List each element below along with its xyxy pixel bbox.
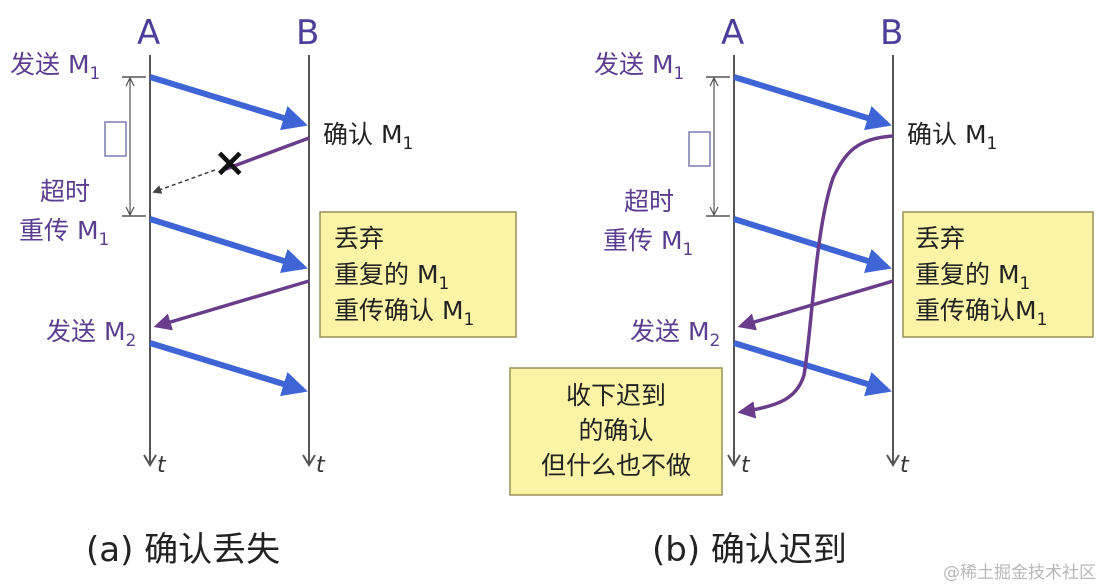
timer-icon (688, 131, 711, 167)
time-axis-label: t (316, 453, 326, 478)
timeline-b-arrow-icon (886, 454, 900, 467)
send-m2-label: 发送 M2 (630, 317, 720, 351)
lost-marker-icon: × (213, 140, 247, 186)
send-m2-arrow (733, 340, 892, 397)
late-ack-line2: 的确认 (578, 416, 653, 445)
reconfirm-arrow (153, 279, 310, 331)
reconfirm-m1-label: 重传确认 M1 (334, 296, 474, 330)
retransmit-m1-label: 重传 M1 (603, 226, 693, 260)
node-b-label: B (880, 13, 903, 53)
node-b-label: B (296, 13, 319, 53)
delayed-ack-arrow (737, 134, 894, 419)
panel-b: A B t t 发送 M1 超时 重传 M1 发送 M2 确认 M1 丢弃 重复… (509, 13, 1094, 570)
timeout-dashed-arrow (152, 169, 216, 194)
late-ack-note-box (509, 367, 723, 496)
bracket-arrow-icon (125, 76, 135, 87)
timeline-a-arrow-icon (727, 454, 741, 467)
watermark: @稀土掘金技术社区 (943, 563, 1096, 583)
node-a-label: A (137, 13, 160, 53)
confirm-m1-label: 确认 M1 (323, 120, 413, 154)
lost-ack-arrow (225, 136, 310, 171)
timeout-label: 超时 (40, 177, 90, 206)
panel-a: A B t t 发送 M1 超时 重传 M1 发送 M2 确认 M1 × 丢弃 (10, 13, 517, 570)
discard-label: 丢弃 (334, 224, 384, 253)
timeout-label: 超时 (624, 187, 674, 216)
retransmit-m1-arrow (149, 216, 308, 273)
duplicate-m1-label: 重复的 M1 (334, 260, 449, 294)
timeline-a-arrow-icon (143, 454, 157, 467)
send-m1-label: 发送 M1 (594, 50, 684, 84)
timer-icon (104, 121, 127, 157)
confirm-m1-label: 确认 M1 (907, 120, 997, 154)
time-axis-label: t (741, 453, 751, 478)
reconfirm-m1-label: 重传确认M1 (915, 296, 1047, 330)
retransmit-m1-label: 重传 M1 (19, 216, 109, 250)
send-m2-arrow (149, 340, 308, 397)
late-ack-line3: 但什么也不做 (541, 451, 691, 480)
timeline-b-arrow-icon (302, 454, 316, 467)
discard-label: 丢弃 (915, 224, 965, 253)
late-ack-line1: 收下迟到 (566, 381, 666, 410)
bracket-arrow-icon (125, 206, 135, 217)
send-m2-label: 发送 M2 (46, 317, 136, 351)
retransmit-m1-arrow (733, 216, 892, 273)
discard-note-box (902, 211, 1094, 338)
duplicate-m1-label: 重复的 M1 (915, 260, 1030, 294)
reconfirm-arrow (737, 279, 894, 331)
node-a-label: A (721, 13, 744, 53)
discard-note-box (319, 211, 517, 338)
caption-b: (b) 确认迟到 (652, 530, 847, 570)
bracket-arrow-icon (709, 76, 719, 87)
send-m1-arrow (149, 74, 308, 131)
bracket-arrow-icon (709, 206, 719, 217)
caption-a: (a) 确认丢失 (86, 530, 280, 570)
time-axis-label: t (900, 453, 910, 478)
send-m1-arrow (733, 74, 892, 131)
send-m1-label: 发送 M1 (10, 50, 100, 84)
time-axis-label: t (157, 453, 167, 478)
